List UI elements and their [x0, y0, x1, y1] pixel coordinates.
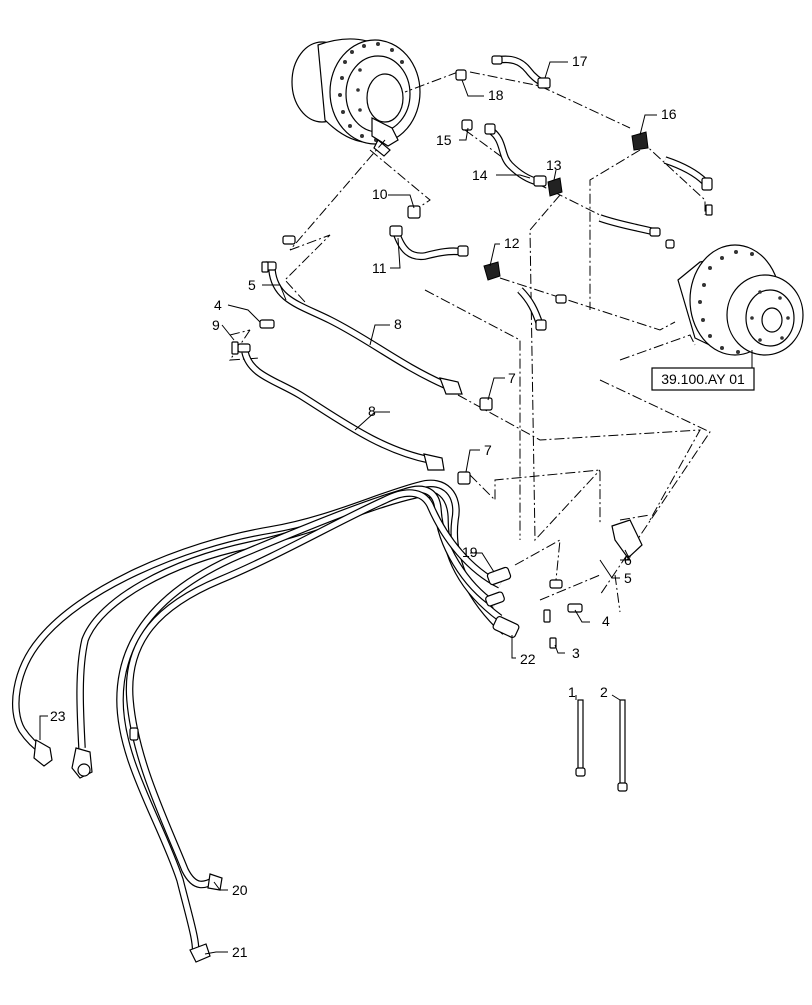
- callout-13: 13: [546, 157, 562, 173]
- cable-tie-1: [575, 699, 586, 777]
- hose-8-lower: [237, 343, 445, 471]
- hose-mid-right: [517, 156, 713, 331]
- main-hose-bundle: [11, 479, 520, 963]
- callout-5-right: 5: [624, 570, 632, 586]
- callout-8-lower: 8: [368, 403, 376, 419]
- hose-8-upper: [263, 261, 463, 395]
- callout-6: 6: [624, 552, 632, 568]
- drive-motor-upper: [291, 38, 421, 157]
- reference-box-label: 39.100.AY 01: [661, 371, 745, 387]
- fittings: [231, 69, 649, 649]
- callout-leaders: [39, 61, 657, 955]
- cable-tie-2: [617, 699, 628, 792]
- callout-7-upper: 7: [508, 370, 516, 386]
- callout-7-lower: 7: [484, 442, 492, 458]
- reference-lines: [229, 71, 711, 613]
- callout-5-left: 5: [248, 277, 256, 293]
- callout-16: 16: [661, 106, 677, 122]
- callout-18: 18: [488, 87, 504, 103]
- callout-19: 19: [462, 544, 478, 560]
- callout-22: 22: [520, 651, 536, 667]
- callout-12: 12: [504, 235, 520, 251]
- callout-1: 1: [568, 684, 576, 700]
- callout-17: 17: [572, 53, 588, 69]
- hose-17: [491, 55, 551, 89]
- hose-11: [389, 225, 469, 261]
- callout-labels: 17 18 16 15 13 14 10 12 11 5 4 9 8 7 8 7…: [50, 53, 677, 960]
- callout-10: 10: [372, 186, 388, 202]
- callout-9: 9: [212, 317, 220, 333]
- callout-8-upper: 8: [394, 316, 402, 332]
- callout-23: 23: [50, 708, 66, 724]
- callout-21: 21: [232, 944, 248, 960]
- callout-3: 3: [572, 645, 580, 661]
- callout-15: 15: [436, 132, 452, 148]
- callout-20: 20: [232, 882, 248, 898]
- callout-4-left: 4: [214, 297, 222, 313]
- callout-14: 14: [472, 167, 488, 183]
- callout-4-right: 4: [602, 613, 610, 629]
- callout-11: 11: [372, 260, 387, 276]
- reference-box[interactable]: 39.100.AY 01: [651, 350, 755, 391]
- callout-2: 2: [600, 684, 608, 700]
- drive-motor-lower: [677, 244, 804, 356]
- hose-14: [484, 123, 547, 187]
